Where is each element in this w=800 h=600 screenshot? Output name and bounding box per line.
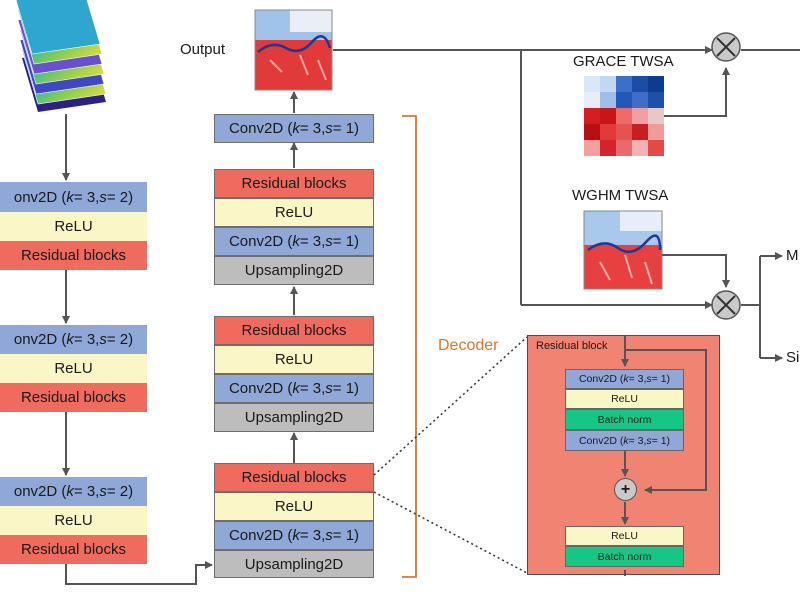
decoder-conv-top: Conv2D (k = 3, s = 1): [214, 227, 374, 256]
add-node: +: [614, 478, 637, 501]
encoder-conv-1: onv2D (k = 3, s = 2): [0, 182, 147, 212]
wghm-twsa-map: [583, 210, 663, 290]
output-map-image: [254, 9, 333, 91]
decoder-residual-bottom: Residual blocks: [214, 463, 374, 492]
decoder-upsampling-bottom: Upsampling2D: [214, 550, 374, 578]
encoder-conv-2: onv2D (k = 3, s = 2): [0, 325, 147, 354]
decoder-conv-bottom: Conv2D (k = 3, s = 1): [214, 521, 374, 550]
decoder-label: Decoder: [438, 337, 499, 354]
multiply-node-bottom: [711, 290, 741, 320]
input-stack-image: [15, 0, 107, 112]
encoder-relu-3: ReLU: [0, 506, 147, 535]
residual-batchnorm-1: Batch norm: [565, 409, 684, 430]
encoder-residual-2: Residual blocks: [0, 383, 147, 412]
output-si-label: Si: [786, 349, 800, 366]
output-m-label: M: [786, 247, 799, 264]
residual-batchnorm-2: Batch norm: [565, 546, 684, 567]
decoder-relu-bottom: ReLU: [214, 492, 374, 521]
decoder-upsampling-middle: Upsampling2D: [214, 403, 374, 432]
decoder-relu-middle: ReLU: [214, 345, 374, 374]
output-label: Output: [180, 41, 226, 58]
encoder-residual-1: Residual blocks: [0, 241, 147, 270]
encoder-residual-3: Residual blocks: [0, 535, 147, 564]
residual-conv-1: Conv2D (k = 3, s = 1): [565, 369, 684, 389]
decoder-relu-top: ReLU: [214, 198, 374, 227]
residual-relu-2: ReLU: [565, 526, 684, 546]
multiply-node-top: [711, 32, 741, 62]
encoder-conv-3: onv2D (k = 3, s = 2): [0, 477, 147, 506]
encoder-relu-2: ReLU: [0, 354, 147, 383]
residual-relu-1: ReLU: [565, 389, 684, 409]
decoder-upsampling-top: Upsampling2D: [214, 256, 374, 285]
grace-twsa-map: [584, 76, 664, 156]
wghm-label: WGHM TWSA: [572, 187, 669, 204]
decoder-top-conv: Conv2D (k = 3, s = 1): [214, 114, 374, 143]
decoder-residual-top: Residual blocks: [214, 169, 374, 198]
residual-block-title: Residual block: [536, 340, 608, 352]
residual-block-detail: Residual block Conv2D (k = 3, s = 1) ReL…: [527, 335, 720, 576]
residual-block-connectors: [621, 336, 707, 576]
decoder-conv-middle: Conv2D (k = 3, s = 1): [214, 374, 374, 403]
decoder-residual-middle: Residual blocks: [214, 316, 374, 345]
encoder-relu-1: ReLU: [0, 212, 147, 241]
residual-conv-2: Conv2D (k = 3, s = 1): [565, 430, 684, 451]
grace-label: GRACE TWSA: [573, 53, 674, 70]
